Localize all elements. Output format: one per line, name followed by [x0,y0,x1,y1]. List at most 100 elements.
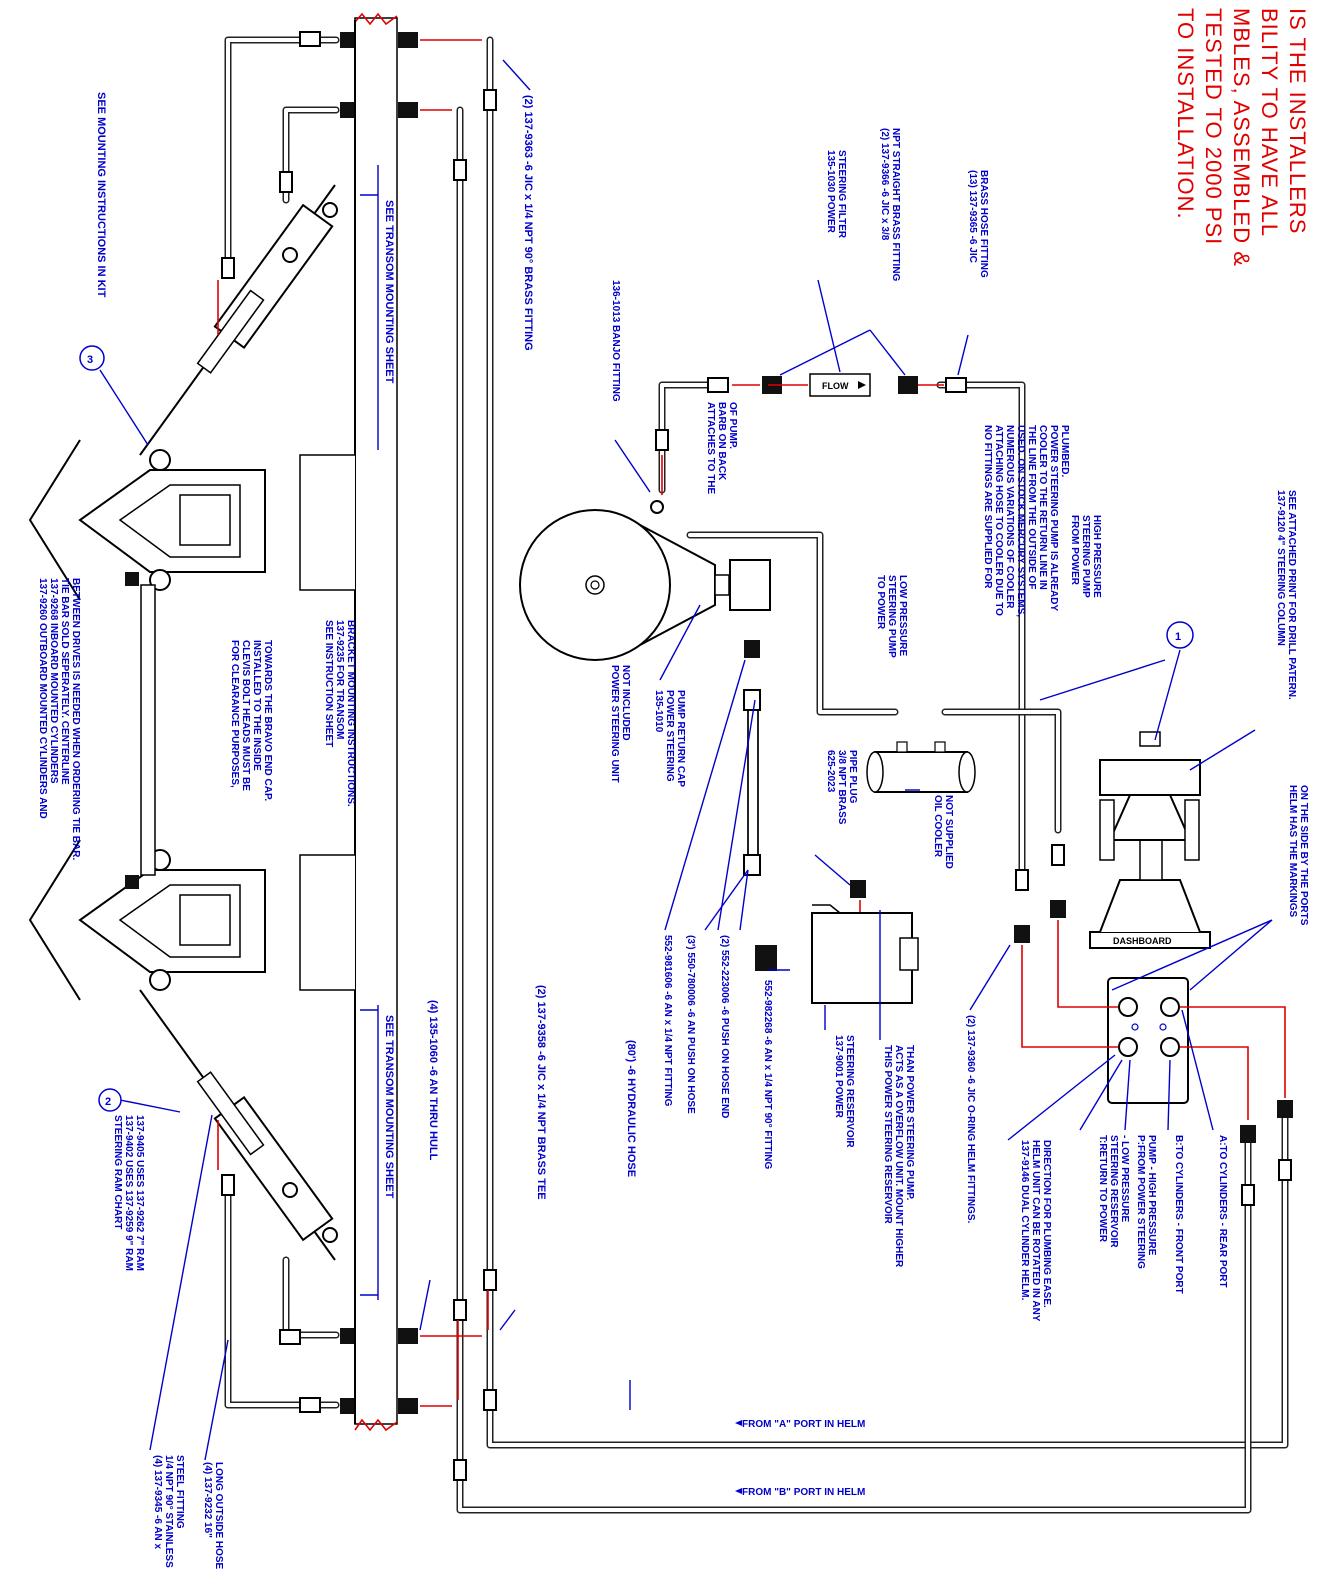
svg-text:137-9235 FOR TRANSOM: 137-9235 FOR TRANSOM [334,620,345,739]
steering-column: DASHBOARD [1089,731,1211,949]
label-hose-16: (4) 137-9232 16" LONG OUTSIDE HOSE [202,1462,224,1570]
callout-3: 3 [79,345,105,371]
svg-text:FOR CLEARANCE PURPOSES,: FOR CLEARANCE PURPOSES, [229,640,240,788]
label-instruction-sheet: SEE INSTRUCTION SHEET 137-9235 FOR TRANS… [323,620,356,807]
label-an-90: 552-982268 -6 AN x 1/4 NPT 90° FITTING [762,980,773,1169]
label-banjo: 136-1013 BANJO FITTING [610,280,621,402]
svg-text:(2) 552-223006 -6 PUSH ON HOSE: (2) 552-223006 -6 PUSH ON HOSE END [719,935,730,1118]
label-from-a-port: FROM "A" PORT IN HELM [742,1419,865,1430]
label-ps-unit: POWER STEERING UNIT NOT INCLUDED [609,665,631,783]
label-return-cap: 135-1010 POWER STEERING PUMP RETURN CAP [653,690,686,787]
svg-text:BRACKET MOUNTING INSTRUCTIONS.: BRACKET MOUNTING INSTRUCTIONS. [345,620,356,807]
label-helm-markings: HELM HAS THE MARKINGS ON THE SIDE BY THE… [1287,785,1309,926]
label-transom-top: SEE TRANSOM MOUNTING SHEET [383,200,395,384]
svg-text:137-9268 INBOARD MOUNTED CYLIN: 137-9268 INBOARD MOUNTED CYLINDERS [48,578,59,784]
svg-text:(80') -6 HYDRAULIC HOSE: (80') -6 HYDRAULIC HOSE [625,1040,637,1177]
svg-text:1/4 NPT 90° STAINLESS: 1/4 NPT 90° STAINLESS [163,1455,174,1568]
label-hose-80: (80') -6 HYDRAULIC HOSE [625,1040,637,1177]
svg-text:TOWARDS THE BRAVO END CAP.: TOWARDS THE BRAVO END CAP. [262,640,273,801]
svg-text:136-1013 BANJO FITTING: 136-1013 BANJO FITTING [610,280,621,402]
svg-text:3: 3 [87,354,93,366]
svg-text:SEE MOUNTING INSTRUCTIONS IN K: SEE MOUNTING INSTRUCTIONS IN KIT [95,92,107,298]
label-brass-hose-fitting: (13) 137-9365 -6 JIC BRASS HOSE FITTING [967,170,989,278]
svg-text:USED. ON STOCK MERCURY SYSTEMS: USED. ON STOCK MERCURY SYSTEMS, [1015,425,1026,617]
dashboard-label: DASHBOARD [1113,936,1172,946]
label-port-a: A:TO CYLINDERS - REAR PORT [1217,1135,1228,1288]
label-clearance: FOR CLEARANCE PURPOSES, CLEVIS BOLT HEAD… [229,640,273,801]
svg-text:LONG OUTSIDE HOSE: LONG OUTSIDE HOSE [213,1462,224,1570]
label-fitting-9358: (2) 137-9358 -6 JIC x 1/4 NPT BRASS TEE [535,985,547,1200]
callout-2: 2 [98,1088,122,1112]
svg-text:552-981606 -6 AN x 1/4 NPT FIT: 552-981606 -6 AN x 1/4 NPT FITTING [662,935,673,1107]
svg-text:1: 1 [1175,631,1181,643]
warning-note: IS THE INSTALLERS BILITY TO HAVE ALL MBL… [1173,8,1310,267]
svg-text:OIL COOLER: OIL COOLER [932,795,943,858]
svg-text:(2) 137-9360 -6 JIC O-RING HEL: (2) 137-9360 -6 JIC O-RING HELM FITTINGS… [965,1015,976,1224]
label-push-on-end: (2) 552-223006 -6 PUSH ON HOSE END [719,935,730,1118]
label-from-pump: FROM POWER STEERING PUMP HIGH PRESSURE [1069,515,1102,598]
red-flow-arrows [217,39,1286,1407]
svg-text:SEE INSTRUCTION SHEET: SEE INSTRUCTION SHEET [323,620,334,747]
svg-text:STEERING RAM CHART: STEERING RAM CHART [112,1115,123,1229]
svg-text:NPT STRAIGHT BRASS FITTING: NPT STRAIGHT BRASS FITTING [890,128,901,282]
label-ram-chart: STEERING RAM CHART 137-9402 USES 137-925… [112,1115,145,1271]
svg-text:POWER STEERING UNIT: POWER STEERING UNIT [609,665,620,783]
svg-text:POWER STEERING PUMP IS ALREADY: POWER STEERING PUMP IS ALREADY [1048,425,1059,611]
svg-text:(2) 137-9366 -6 JIC x 3/8: (2) 137-9366 -6 JIC x 3/8 [879,128,890,241]
svg-text:STEERING RESERVOIR: STEERING RESERVOIR [844,1035,855,1148]
svg-text:LOW PRESSURE: LOW PRESSURE [897,575,908,656]
label-reservoir-note: THIS POWER STEERING RESERVOIR ACTS AS A … [882,1045,915,1268]
svg-text:BARB ON BACK: BARB ON BACK [716,402,727,481]
label-port-t: T:RETURN TO POWER STEERING RESERVOIR - L… [1097,1135,1130,1248]
outdrive-bottom [28,839,355,1001]
svg-text:137-9405 USES 137-9262 7" RAM: 137-9405 USES 137-9262 7" RAM [134,1115,145,1271]
svg-text:135-1030 POWER: 135-1030 POWER [825,150,836,234]
label-outboard-cylinders: 137-9260 OUTBOARD MOUNTED CYLINDERS AND … [37,578,81,860]
warning-line-2: BILITY TO HAVE ALL [1257,8,1282,237]
svg-text:ACTS AS A OVERFLOW UNIT. MOUNT: ACTS AS A OVERFLOW UNIT. MOUNT HIGHER [893,1045,904,1268]
svg-text:2: 2 [105,1096,111,1108]
svg-text:3/8 NPT BRASS: 3/8 NPT BRASS [836,750,847,825]
label-fitting-9363: (2) 137-9363 -6 JIC x 1/4 NPT 90° BRASS … [522,95,534,351]
svg-text:NOT INCLUDED: NOT INCLUDED [620,665,631,741]
svg-text:HELM HAS THE MARKINGS: HELM HAS THE MARKINGS [1287,785,1298,918]
callout-1: 1 [1166,621,1194,649]
label-oil-cooler: OIL COOLER NOT SUPPLIED [932,795,954,869]
svg-text:THE LINE FROM THE OUTSIDE OF: THE LINE FROM THE OUTSIDE OF [1026,425,1037,589]
svg-text:PUMP - HIGH PRESSURE: PUMP - HIGH PRESSURE [1146,1135,1157,1256]
svg-text:(4) 135-1060 -6 AN THRU HULL: (4) 135-1060 -6 AN THRU HULL [427,1000,439,1161]
svg-text:STEERING FILTER: STEERING FILTER [836,150,847,239]
leader-lines [99,59,1273,1461]
svg-text:TO POWER: TO POWER [875,575,886,630]
svg-text:ON THE SIDE BY THE PORTS: ON THE SIDE BY THE PORTS [1298,785,1309,926]
svg-text:137-9120 4" STEERING COLUMN: 137-9120 4" STEERING COLUMN [1275,490,1286,646]
svg-text:THAN POWER STEERING PUMP.: THAN POWER STEERING PUMP. [904,1045,915,1201]
label-pipe-plug: 625-2023 3/8 NPT BRASS PIPE PLUG [825,750,858,825]
steering-cylinder-top [139,184,338,456]
flow-label: FLOW [822,381,849,391]
warning-line-5: TO INSTALLATION. [1173,8,1198,220]
label-to-pump: TO POWER STEERING PUMP LOW PRESSURE [875,575,908,658]
thru-hull-fittings [340,32,418,1414]
label-thru-hull: (4) 135-1060 -6 AN THRU HULL [427,1000,439,1161]
warning-line-1: IS THE INSTALLERS [1285,8,1310,234]
svg-text:(2) 137-9358 -6 JIC x 1/4 NPT: (2) 137-9358 -6 JIC x 1/4 NPT BRASS TEE [535,985,547,1200]
warning-line-4: TESTED TO 2000 PSI [1201,8,1226,245]
label-attaches: ATTACHES TO THE BARB ON BACK OF PUMP. [705,402,738,495]
svg-text:NO FITTINGS ARE SUPPLIED FOR: NO FITTINGS ARE SUPPLIED FOR [982,425,993,589]
svg-text:STEERING RESERVOIR: STEERING RESERVOIR [1108,1135,1119,1248]
svg-text:(2) 137-9363 -6 JIC x 1/4 NPT: (2) 137-9363 -6 JIC x 1/4 NPT 90° BRASS … [522,95,534,351]
label-from-b-port: FROM "B" PORT IN HELM [742,1487,865,1498]
svg-text:ATTACHES TO THE: ATTACHES TO THE [705,402,716,495]
svg-text:137-9146 DUAL CYLINDER HELM.: 137-9146 DUAL CYLINDER HELM. [1019,1140,1030,1301]
svg-text:SEE ATTACHED PRINT FOR DRILL P: SEE ATTACHED PRINT FOR DRILL PATERN. [1286,490,1297,700]
svg-text:BRASS HOSE FITTING: BRASS HOSE FITTING [978,170,989,278]
label-fitting-9345: (4) 137-9345 -6 AN x 1/4 NPT 90° STAINLE… [152,1455,185,1568]
svg-text:137-9001 POWER: 137-9001 POWER [833,1035,844,1119]
steering-cylinder-bottom [139,989,338,1261]
steering-helm [1107,977,1189,1104]
label-helm-dual: 137-9146 DUAL CYLINDER HELM. HELM UNIT C… [1019,1140,1052,1322]
svg-text:CLEVIS BOLT HEADS MUST BE: CLEVIS BOLT HEADS MUST BE [240,640,251,791]
svg-text:135-1010: 135-1010 [653,690,664,733]
